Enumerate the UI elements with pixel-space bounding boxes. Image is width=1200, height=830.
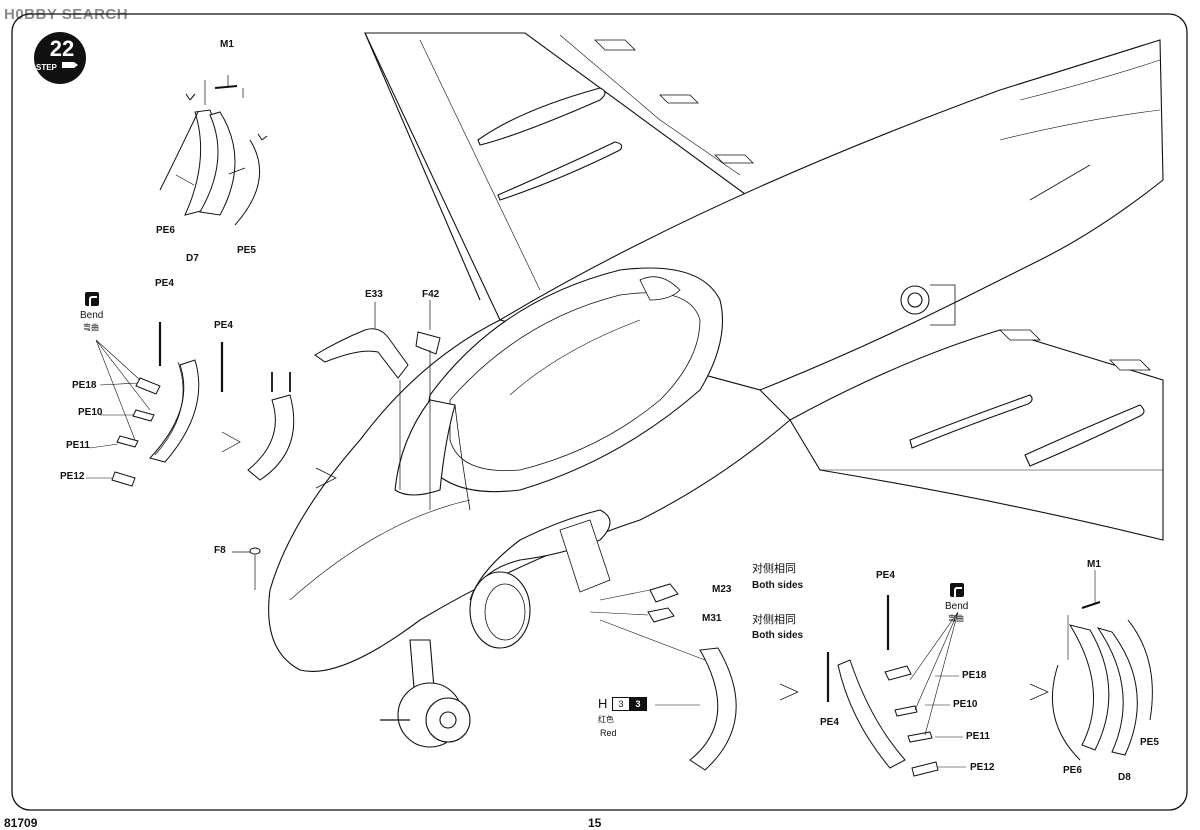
step-number: 22 xyxy=(49,36,75,61)
label-pe10-left: PE10 xyxy=(78,407,103,418)
bend-label-left-cn: 弯曲 xyxy=(83,323,99,332)
bend-label-left: Bend xyxy=(80,310,104,321)
left-parts xyxy=(86,322,337,489)
bottom-right-parts xyxy=(1029,570,1153,761)
step-plane-icon xyxy=(62,62,78,68)
bend-label-right-cn: 弯曲 xyxy=(948,614,964,623)
label-m23: M23 xyxy=(712,584,732,595)
paint-en: Red xyxy=(600,728,617,738)
paint-code-1: 3 xyxy=(612,697,630,711)
note-m31-cn: 对侧相同 xyxy=(752,613,796,626)
label-d7: D7 xyxy=(186,253,199,264)
cockpit-parts xyxy=(232,300,441,590)
note-m31-en: Both sides xyxy=(752,630,804,641)
label-pe12-left: PE12 xyxy=(60,471,85,482)
label-m31: M31 xyxy=(702,613,722,624)
label-pe10-right: PE10 xyxy=(953,699,978,710)
label-pe6-top: PE6 xyxy=(156,225,175,236)
label-pe4-b: PE4 xyxy=(214,320,233,331)
label-pe18-left: PE18 xyxy=(72,380,97,391)
step-label: STEP xyxy=(36,63,57,72)
label-pe6-bottom: PE6 xyxy=(1063,765,1082,776)
label-pe18-right: PE18 xyxy=(962,670,987,681)
top-left-parts xyxy=(159,75,268,226)
note-m23-en: Both sides xyxy=(752,580,804,591)
label-d8: D8 xyxy=(1118,772,1131,783)
label-e33: E33 xyxy=(365,289,383,300)
right-parts xyxy=(779,595,966,777)
aircraft-view xyxy=(268,32,1164,748)
label-pe4-a: PE4 xyxy=(155,278,174,289)
kit-number: 81709 xyxy=(4,816,38,830)
page-number: 15 xyxy=(588,816,602,830)
paint-letter: H xyxy=(598,696,608,711)
label-pe11-left: PE11 xyxy=(66,440,90,451)
bend-label-right: Bend xyxy=(945,601,969,612)
paint-code-2: 3 xyxy=(629,697,647,711)
label-pe5-top: PE5 xyxy=(237,245,256,256)
label-pe12-right: PE12 xyxy=(970,762,995,773)
label-m1-bottom: M1 xyxy=(1087,559,1101,570)
step-badge xyxy=(34,32,86,84)
label-m1-top: M1 xyxy=(220,39,234,50)
bend-icon-right xyxy=(950,583,964,597)
paint-cn: 红色 xyxy=(598,715,614,724)
note-m23-cn: 对侧相同 xyxy=(752,562,796,575)
label-f42: F42 xyxy=(422,289,440,300)
intake-parts xyxy=(589,583,737,771)
label-pe4-d: PE4 xyxy=(820,717,839,728)
label-pe4-c: PE4 xyxy=(876,570,895,581)
bend-icon xyxy=(85,292,99,306)
label-pe5-bottom: PE5 xyxy=(1140,737,1159,748)
label-f8: F8 xyxy=(214,545,226,556)
label-pe11-right: PE11 xyxy=(966,731,990,742)
page-frame xyxy=(11,13,1188,811)
